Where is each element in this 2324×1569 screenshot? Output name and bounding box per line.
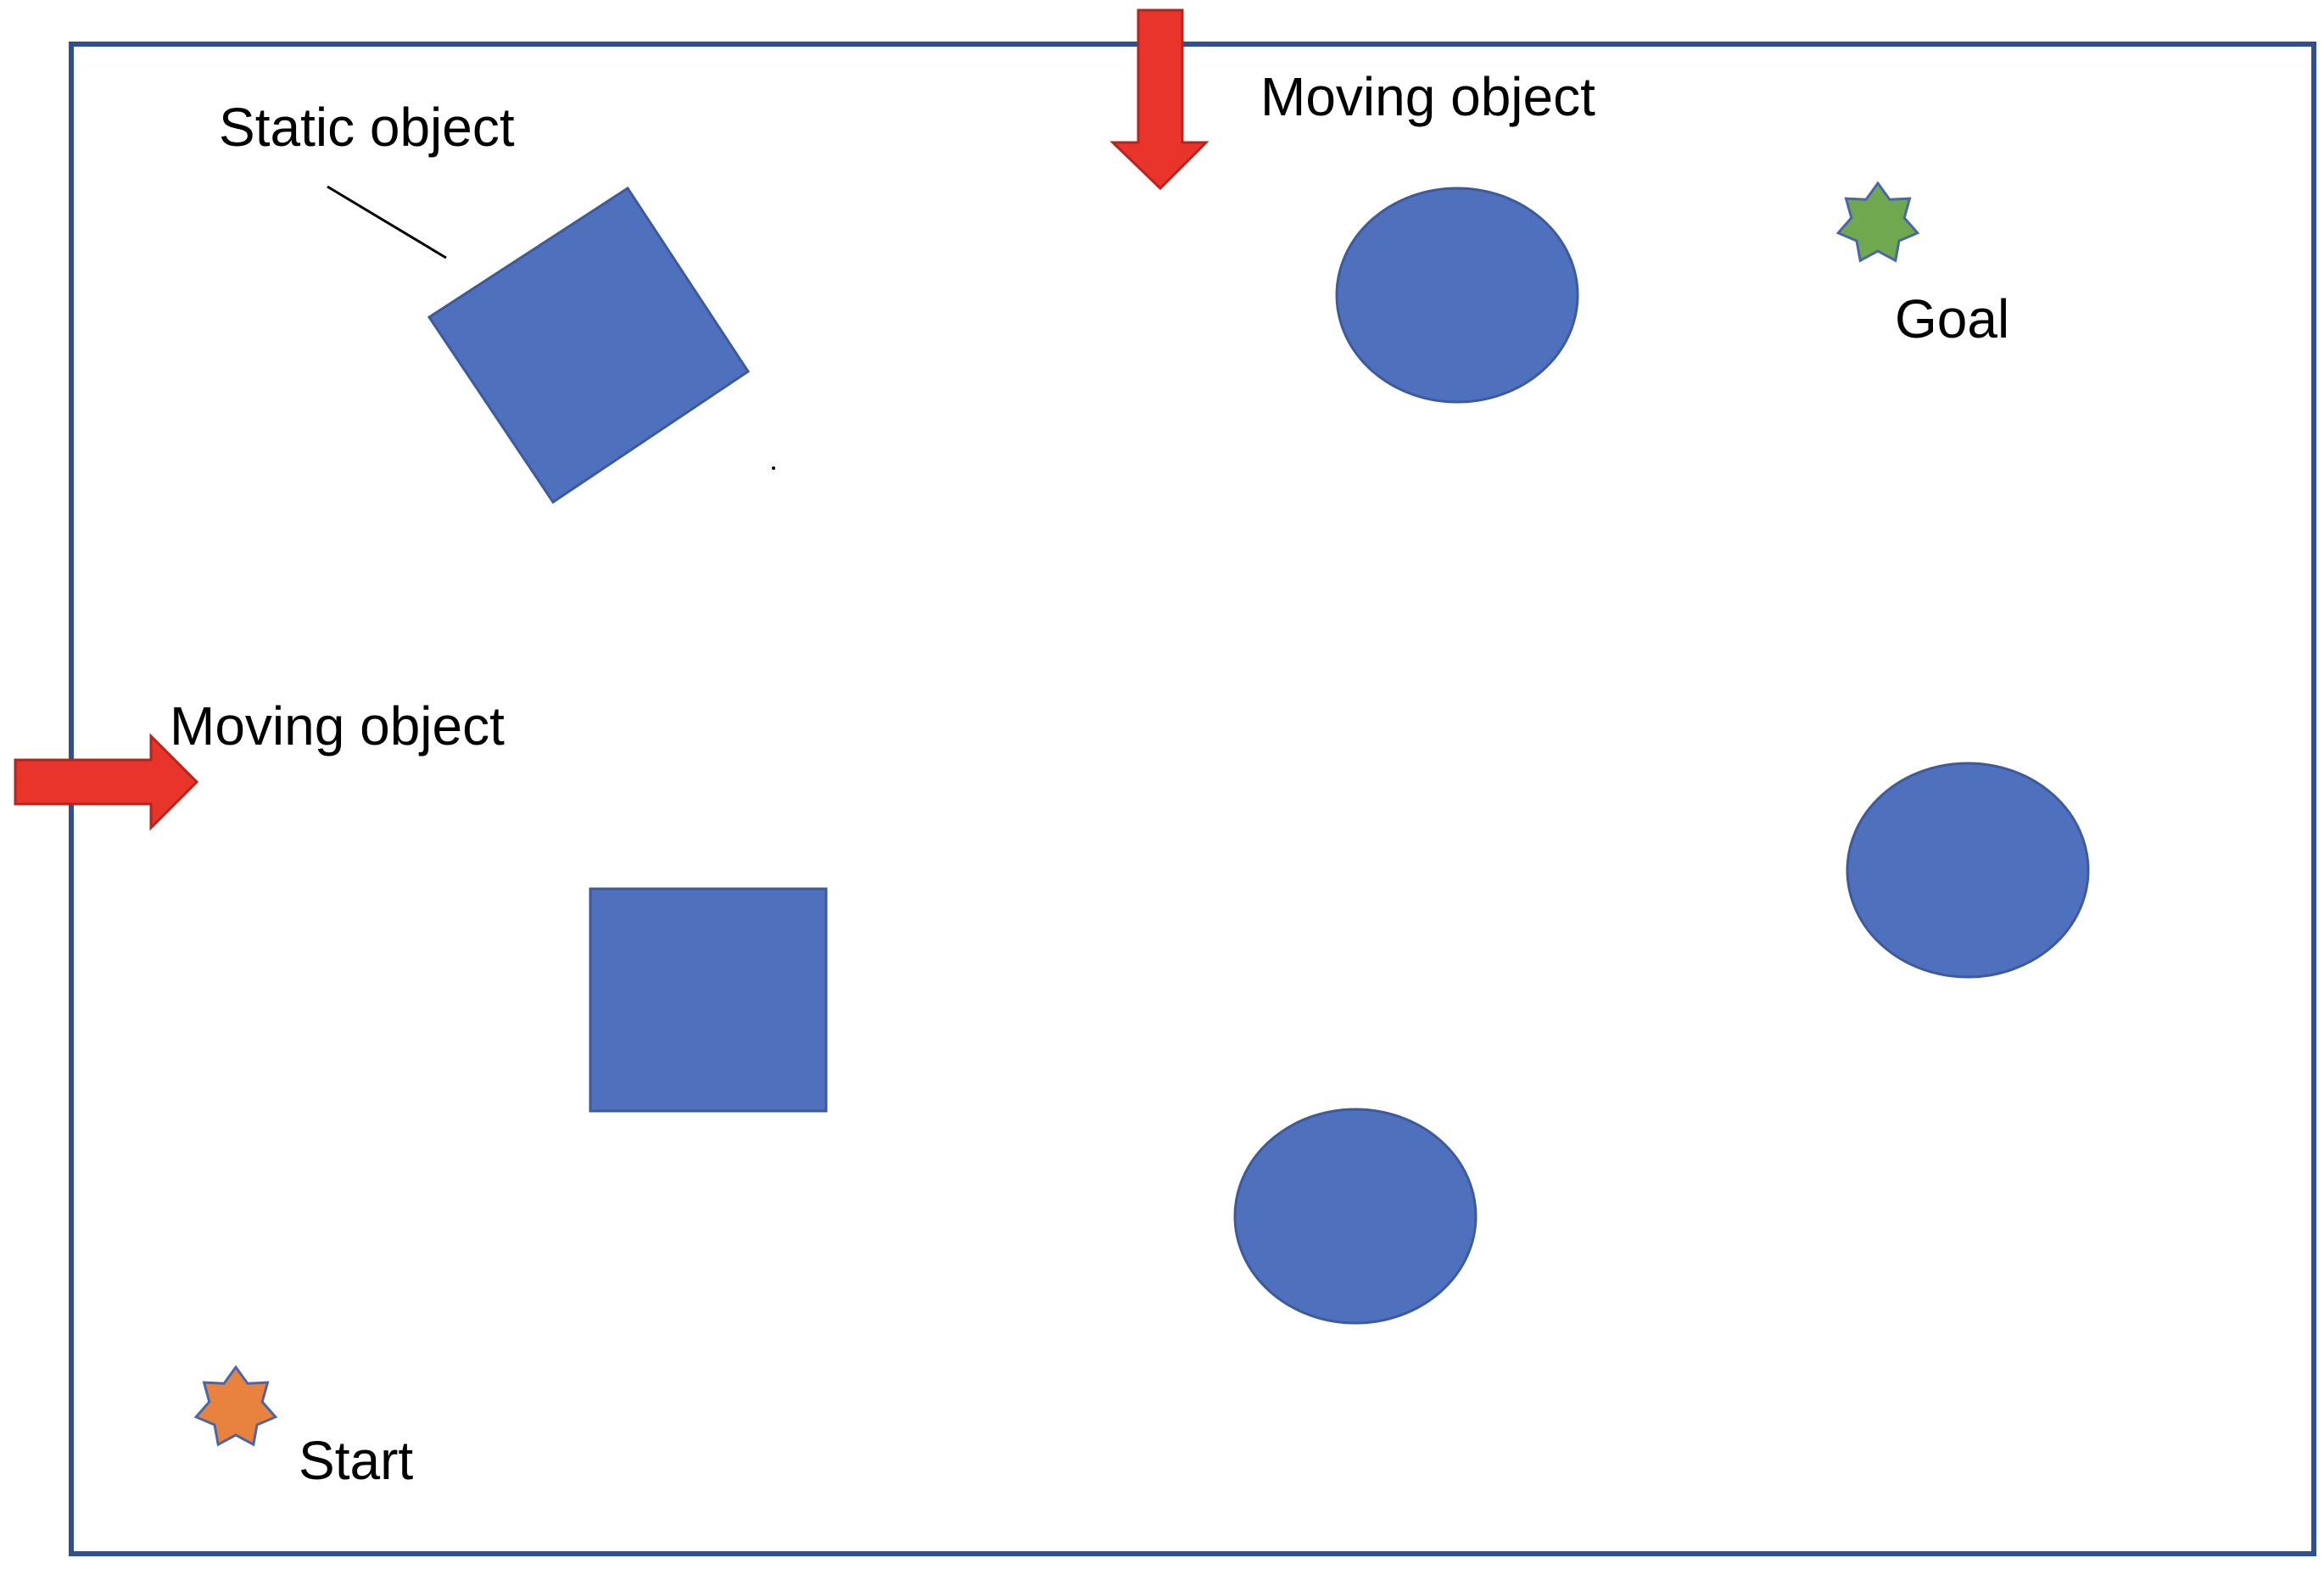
small-dot [772, 466, 775, 470]
static-obstacle-rotated-square [427, 186, 751, 505]
static-object-label: Static object [219, 97, 515, 158]
goal-star-icon [1835, 181, 1920, 263]
static-obstacle-circle-right [1846, 762, 2090, 979]
static-obstacle-circle-top [1335, 187, 1579, 404]
moving-object-arrow-down-icon [1109, 8, 1209, 191]
static-object-leader-line [327, 185, 447, 260]
moving-object-label-top: Moving object [1260, 66, 1595, 127]
start-label: Start [299, 1430, 413, 1491]
moving-object-label-left: Moving object [170, 695, 505, 757]
moving-object-arrow-right-icon [14, 733, 199, 831]
static-obstacle-square [589, 887, 828, 1113]
start-star-icon [193, 1365, 278, 1447]
goal-label: Goal [1895, 288, 2009, 349]
static-obstacle-circle-bottom [1233, 1108, 1478, 1325]
